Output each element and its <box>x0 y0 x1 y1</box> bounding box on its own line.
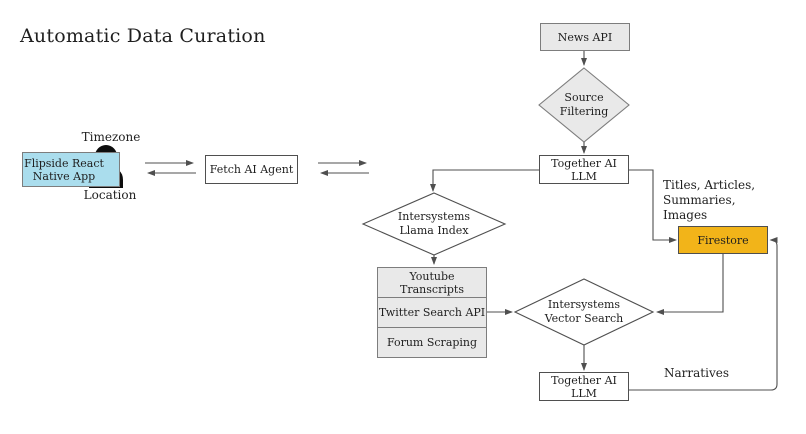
label-location: Location <box>83 188 137 202</box>
node-flipside-app: Flipside React Native App <box>22 152 120 187</box>
source-filtering-diamond <box>538 67 630 143</box>
node-together-llm-bottom: Together AI LLM <box>539 372 629 401</box>
llama-index-diamond <box>361 192 507 256</box>
connector-llm-to-llamaindex <box>430 169 539 192</box>
connector-llm-bottom-to-firestore <box>629 237 778 391</box>
vector-search-diamond <box>513 278 655 346</box>
node-news-api: News API <box>540 23 630 51</box>
node-firestore: Firestore <box>678 226 768 254</box>
node-fetch-ai-agent: Fetch AI Agent <box>205 155 298 184</box>
node-twitter-search-api: Twitter Search API <box>377 297 487 328</box>
node-youtube-transcripts: Youtube Transcripts <box>377 267 487 298</box>
label-narratives: Narratives <box>664 366 729 380</box>
node-together-llm-top: Together AI LLM <box>539 155 629 184</box>
diagram-title: Automatic Data Curation <box>20 25 266 47</box>
label-firestore-inputs: Titles, Articles, Summaries, Images <box>663 178 756 222</box>
connector-firestore-to-vectorsearch <box>656 254 724 315</box>
node-forum-scraping: Forum Scraping <box>377 327 487 358</box>
connector-llm-to-firestore <box>629 169 677 243</box>
label-timezone: Timezone <box>81 130 141 144</box>
